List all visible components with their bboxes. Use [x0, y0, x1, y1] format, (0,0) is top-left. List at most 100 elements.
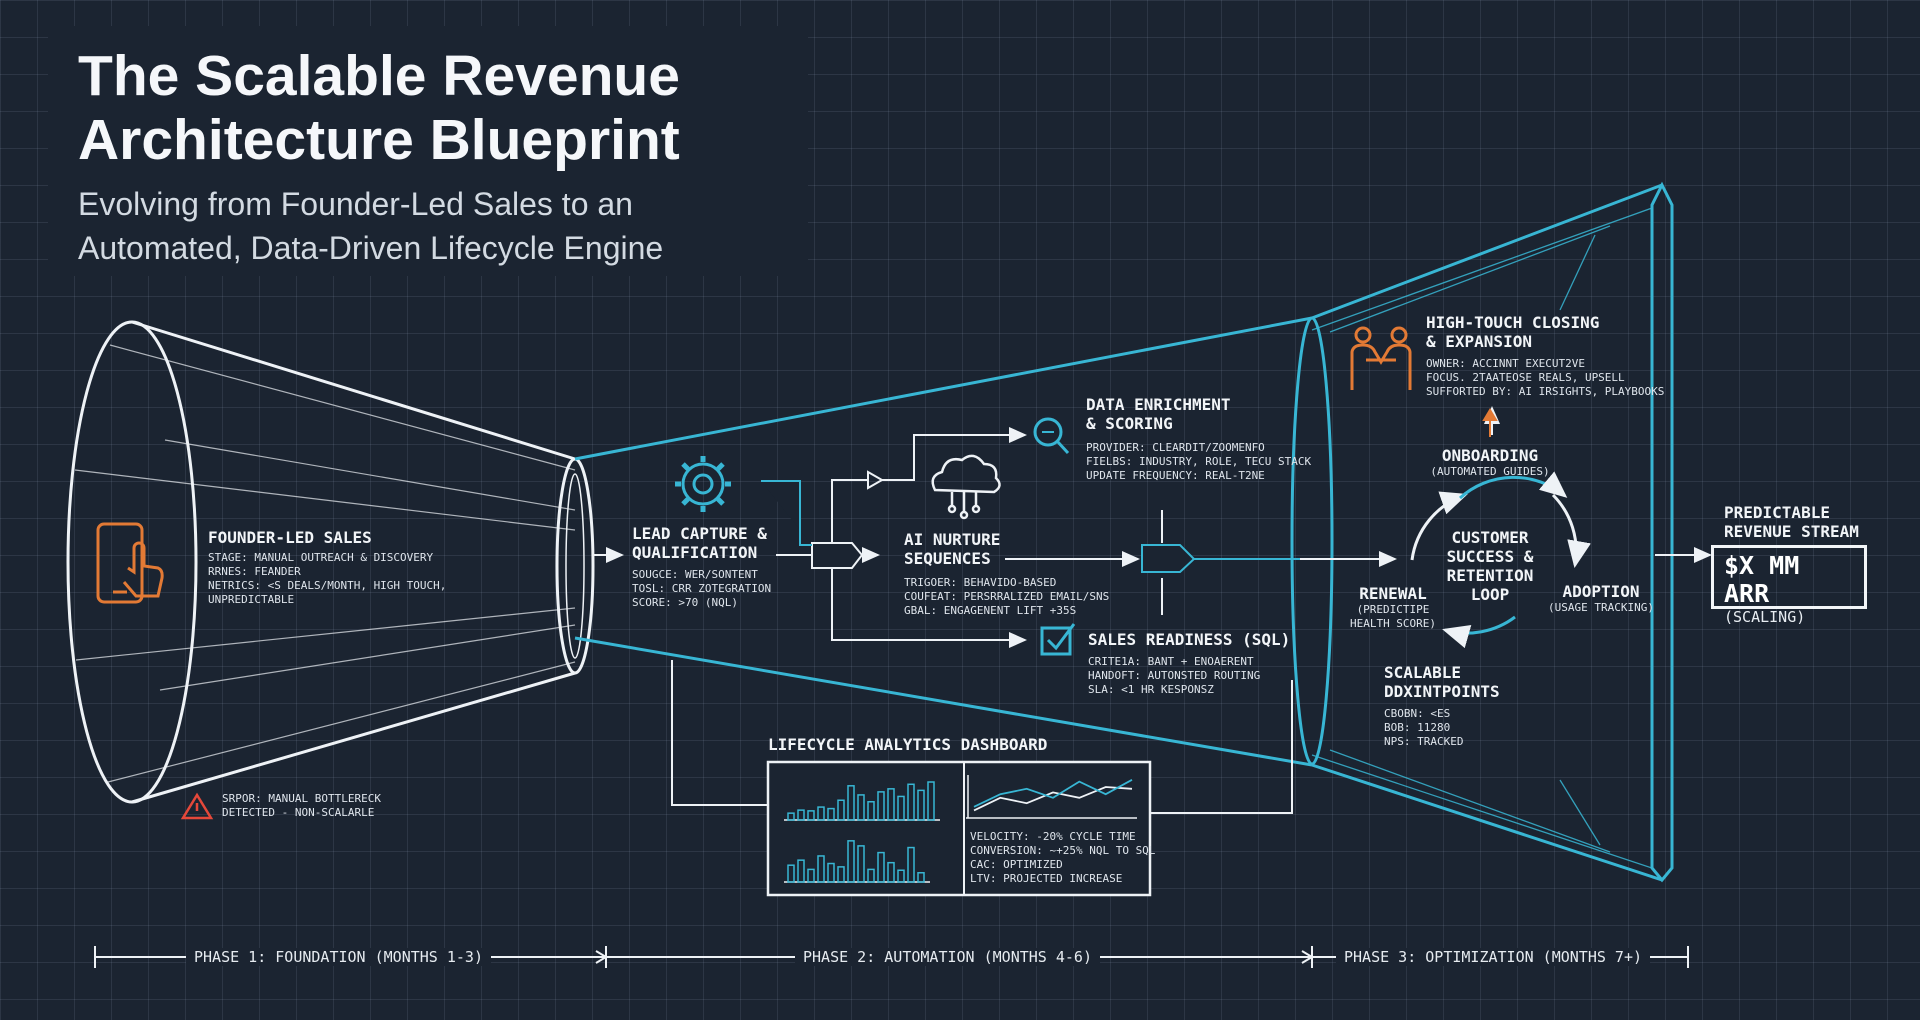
founder-line: UNPREDICTABLE — [208, 593, 295, 606]
dashboard-metric: VELOCITY: -20% CYCLE TIME — [970, 830, 1136, 843]
title-line-1: The Scalable Revenue — [78, 44, 680, 108]
magnifier-data-icon — [1033, 417, 1070, 455]
error-note: SRPOR: MANUAL BOTTLERECK DETECTED - NON-… — [222, 792, 381, 820]
dashboard-bar — [787, 812, 795, 821]
onboarding-sub: (AUTOMATED GUIDES) — [1430, 465, 1550, 478]
phase-2-label: PHASE 2: AUTOMATION (MONTHS 4-6) — [795, 948, 1100, 966]
enrich-title-1: DATA ENRICHMENT — [1086, 395, 1231, 414]
loop-center-2: SUCCESS & — [1446, 547, 1534, 566]
sql-title: SALES READINESS (SQL) — [1088, 630, 1291, 649]
title-line-2: Architecture Blueprint — [78, 108, 680, 172]
dashboard-bar — [817, 806, 825, 821]
touchpoints-line: BOB: 11280 — [1384, 721, 1451, 734]
sql-line: HANDOFT: AUTONSTED ROUTING — [1088, 669, 1261, 682]
dashboard-bar-chart-top — [784, 781, 940, 821]
gate-shapes — [811, 542, 864, 569]
touchpoints-block: SCALABLE DDXINTPOINTS CBOBN: <ES BOB: 11… — [1384, 663, 1500, 749]
dashboard-bar — [827, 807, 835, 821]
dashboard-metric: LTV: PROJECTED INCREASE — [970, 872, 1123, 885]
nurture-title-1: AI NURTURE — [904, 530, 1001, 549]
touchpoints-line: NPS: TRACKED — [1384, 735, 1464, 748]
founder-title: FOUNDER-LED SALES — [208, 528, 372, 547]
gate-cyan — [761, 480, 1300, 573]
lead-line: SOUGCE: WER/SONTENT — [632, 568, 758, 581]
dashboard-bar — [907, 783, 915, 821]
dashboard-metric: CONVERSION: ~+25% NQL TO SQL — [970, 844, 1156, 857]
dashboard-bar — [847, 785, 855, 821]
renewal-title: RENEWAL — [1359, 584, 1427, 603]
founder-line: RRNES: FEANDER — [208, 565, 301, 578]
dashboard-bar — [787, 864, 795, 883]
high-touch-block: HIGH-TOUCH CLOSING & EXPANSION OWNER: AC… — [1426, 313, 1664, 399]
adoption-title: ADOPTION — [1562, 582, 1640, 601]
dashboard-title-text: LIFECYCLE ANALYTICS DASHBOARD — [768, 735, 1048, 754]
enrich-title-2: & SCORING — [1086, 414, 1173, 433]
lead-title-1: LEAD CAPTURE & — [632, 524, 767, 543]
hightouch-title-2: & EXPANSION — [1426, 332, 1532, 351]
dashboard-bar — [877, 791, 885, 821]
phase-1-label: PHASE 1: FOUNDATION (MONTHS 1-3) — [186, 948, 491, 966]
phase-3-label: PHASE 3: OPTIMIZATION (MONTHS 7+) — [1336, 948, 1651, 966]
sales-readiness-block: SALES READINESS (SQL) CRITE1A: BANT + EN… — [1088, 630, 1290, 697]
onboarding-title: ONBOARDING — [1441, 446, 1539, 465]
dashboard-bar — [817, 855, 825, 883]
renewal-sub-2: HEALTH SCORE) — [1349, 617, 1437, 630]
sql-line: CRITE1A: BANT + ENOAERENT — [1088, 655, 1254, 668]
hightouch-line: SUFFORTED BY: AI IRSIGHTS, PLAYBOOKS — [1426, 385, 1665, 398]
lead-capture-block: LEAD CAPTURE & QUALIFICATION SOUGCE: WER… — [632, 524, 771, 610]
nurture-line: COUFEAT: PERSRRALIZED EMAIL/SNS — [904, 590, 1110, 603]
dashboard-bar — [797, 859, 805, 883]
dashboard-bar — [807, 868, 815, 883]
dashboard-bar-chart-bottom — [784, 840, 930, 883]
adoption-label: ADOPTION (USAGE TRACKING) — [1536, 582, 1666, 615]
revenue-output-title: PREDICTABLE REVENUE STREAM — [1724, 503, 1859, 541]
dashboard-bar — [827, 862, 835, 883]
dashboard-bar — [837, 799, 845, 821]
output-title-2: REVENUE STREAM — [1724, 522, 1859, 541]
dashboard-line-chart — [973, 779, 1133, 812]
dashboard-bar — [887, 861, 895, 883]
loop-center-3: RETENTION — [1446, 566, 1534, 585]
arr-box: $X MM ARR (SCALING) — [1711, 545, 1867, 626]
tablet-touch-icon — [96, 522, 164, 604]
subtitle-line-1: Evolving from Founder-Led Sales to an — [78, 186, 633, 222]
handshake-people-icon — [1350, 326, 1412, 390]
cloud-network-icon — [931, 454, 1001, 520]
arr-value: $X MM ARR — [1724, 551, 1800, 608]
dashboard-bar — [857, 794, 865, 821]
founder-sales-block: FOUNDER-LED SALES STAGE: MANUAL OUTREACH… — [208, 528, 446, 607]
hightouch-line: OWNER: ACCINNT EXECUT2VE — [1426, 357, 1585, 370]
title-block: The Scalable Revenue Architecture Bluepr… — [48, 26, 808, 276]
dashboard-bar — [837, 866, 845, 883]
loop-center-4: LOOP — [1470, 585, 1510, 604]
founder-line: STAGE: MANUAL OUTREACH & DISCOVERY — [208, 551, 434, 564]
dashboard-bar — [847, 840, 855, 883]
checkbox-icon — [1040, 623, 1076, 656]
dashboard-bar — [797, 809, 805, 821]
retention-loop — [1410, 471, 1591, 649]
subtitle-line-2: Automated, Data-Driven Lifecycle Engine — [78, 230, 664, 266]
touchpoints-title-1: SCALABLE — [1384, 663, 1462, 682]
dashboard-bar — [897, 869, 905, 883]
automation-cone — [574, 181, 1674, 883]
dashboard-bar — [897, 795, 905, 821]
enrich-line: FIELBS: INDUSTRY, ROLE, TECU STACK — [1086, 455, 1312, 468]
warning-triangle-icon — [180, 792, 214, 820]
nurture-title-2: SEQUENCES — [904, 549, 991, 568]
touchpoints-title-2: DDXINTPOINTS — [1384, 682, 1500, 701]
dashboard-metrics: VELOCITY: -20% CYCLE TIME CONVERSION: ~+… — [970, 830, 1155, 886]
enrich-line: UPDATE FREQUENCY: REAL-T2NE — [1086, 469, 1265, 482]
adoption-sub: (USAGE TRACKING) — [1548, 601, 1654, 614]
nurture-line: TRIGOER: BEHAVIDO-BASED — [904, 576, 1057, 589]
dashboard-bar — [917, 872, 925, 883]
analytics-dashboard — [766, 760, 1152, 897]
dashboard-bar — [917, 789, 925, 821]
lead-line: SCORE: >70 (NQL) — [632, 596, 738, 609]
hightouch-line: FOCUS. 2TAATEOSE REALS, UPSELL — [1426, 371, 1625, 384]
enrich-line: PROVIDER: CLEARDIT/ZOOMENFO — [1086, 441, 1265, 454]
ai-nurture-block: AI NURTURE SEQUENCES TRIGOER: BEHAVIDO-B… — [904, 530, 1109, 618]
renewal-sub-1: (PREDICTIPE — [1356, 603, 1430, 616]
onboarding-label: ONBOARDING (AUTOMATED GUIDES) — [1428, 446, 1552, 479]
dashboard-title: LIFECYCLE ANALYTICS DASHBOARD — [768, 735, 1047, 754]
